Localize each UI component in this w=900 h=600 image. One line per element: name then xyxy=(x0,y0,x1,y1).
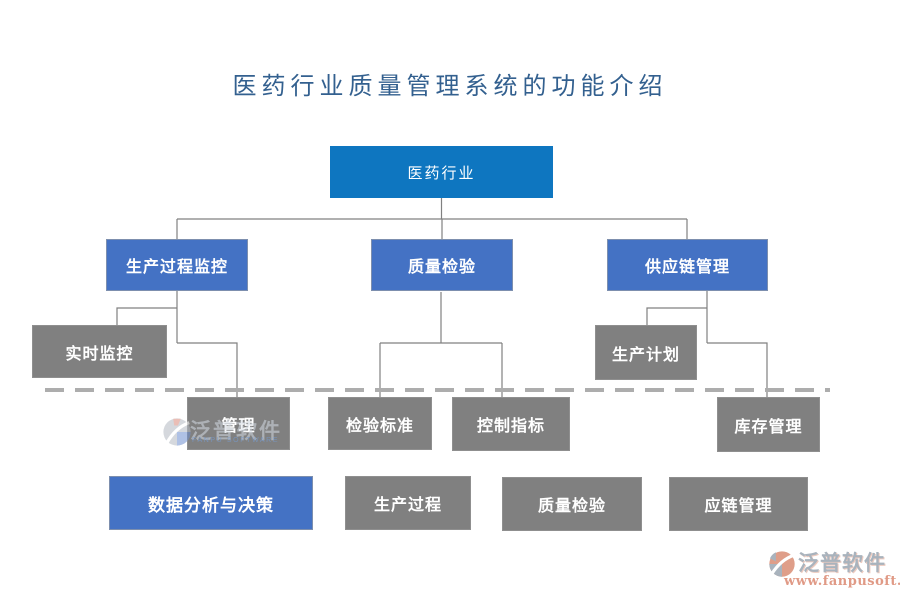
node-supply-chain-management: 供应链管理 xyxy=(607,239,768,291)
node-production-process-monitoring: 生产过程监控 xyxy=(106,239,248,291)
node-data-analysis-decision: 数据分析与决策 xyxy=(109,476,313,530)
node-production-plan: 生产计划 xyxy=(595,325,697,380)
node-quality-inspection-bottom: 质量检验 xyxy=(502,477,642,531)
brand-name-text: 泛普软件 xyxy=(798,550,886,575)
brand-url-text: www.fanpusoft.com xyxy=(784,574,900,589)
node-realtime-monitoring: 实时监控 xyxy=(32,325,167,378)
node-inspection-standard: 检验标准 xyxy=(328,397,432,450)
node-management: 管理 xyxy=(187,397,290,450)
node-quality-inspection: 质量检验 xyxy=(371,239,513,291)
node-production-process: 生产过程 xyxy=(345,476,471,530)
node-pharma-industry: 医药行业 xyxy=(330,146,553,198)
page-title: 医药行业质量管理系统的功能介绍 xyxy=(232,72,668,100)
node-control-indicator: 控制指标 xyxy=(452,397,570,451)
node-inventory-management: 库存管理 xyxy=(717,397,820,452)
fanpu-logo-icon xyxy=(769,551,795,577)
brand-footer: 泛普软件 www.fanpusoft.com xyxy=(766,547,900,593)
node-supply-chain-bottom: 应链管理 xyxy=(669,477,808,531)
